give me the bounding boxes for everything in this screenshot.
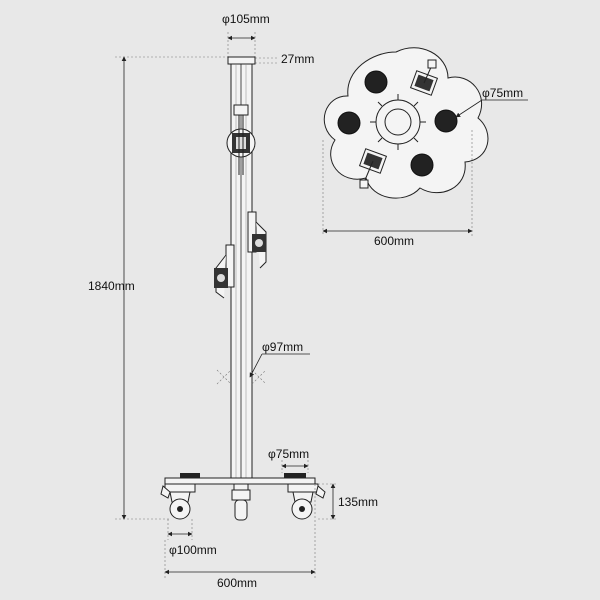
- base-plate: [164, 477, 316, 485]
- pad-1: [364, 70, 388, 94]
- pad-3: [434, 109, 458, 133]
- top-view: φ75mm 600mm: [322, 47, 528, 248]
- side-view: φ105mm 27mm 1840mm: [88, 12, 378, 590]
- dim-base-width-label: 600mm: [217, 576, 257, 590]
- arm-upper: [409, 59, 439, 96]
- caster-center: [231, 483, 251, 521]
- caster-right: [287, 483, 326, 520]
- dim-top-width-label: 600mm: [374, 234, 414, 248]
- dim-base-height-label: 135mm: [338, 495, 378, 509]
- dim-top-cap-label: 27mm: [281, 52, 314, 66]
- top-cap: [227, 56, 256, 65]
- clamp-right: [247, 211, 267, 269]
- pad-4: [410, 153, 434, 177]
- arm-lower: [358, 148, 388, 189]
- dim-caster-label: φ100mm: [169, 543, 217, 557]
- dim-top-pad-label: φ75mm: [482, 86, 523, 100]
- dim-height-label: 1840mm: [88, 279, 135, 293]
- dim-foot-pad-label: φ75mm: [268, 447, 309, 461]
- pad-2: [337, 111, 361, 135]
- dim-pole-lower-label: φ97mm: [262, 340, 303, 354]
- dim-pole-diameter-label: φ105mm: [222, 12, 270, 26]
- clamp-left: [214, 244, 235, 299]
- caster-left: [160, 483, 196, 520]
